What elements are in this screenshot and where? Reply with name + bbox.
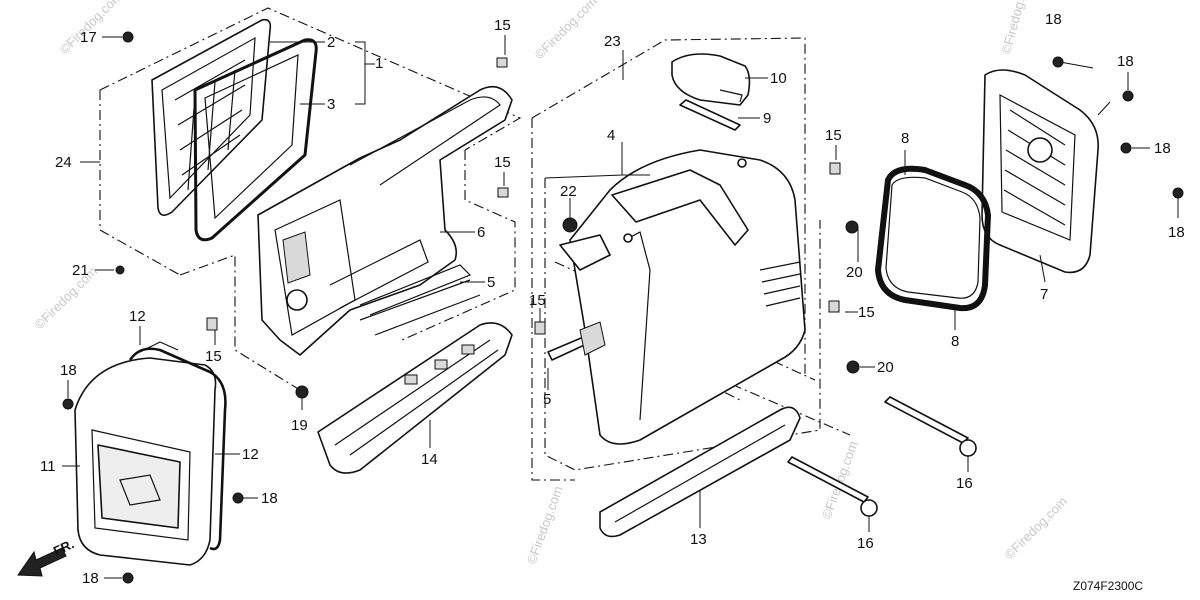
callout-20b: 20 [877, 359, 894, 376]
callout-8a: 8 [901, 130, 909, 147]
bolt-18b [232, 492, 244, 504]
callout-18f: 18 [1154, 140, 1171, 157]
side-cover-main [559, 149, 806, 445]
front-direction-indicator: FR. [17, 536, 76, 577]
callout-7: 7 [1040, 286, 1048, 303]
callout-20a: 20 [846, 264, 863, 281]
callout-5a: 5 [487, 274, 495, 291]
watermark: ©Firedog.com [1002, 494, 1070, 562]
nut-21 [115, 265, 125, 275]
bolt-18f [1120, 142, 1132, 154]
clip-15a [496, 57, 508, 68]
clip-15e [829, 162, 841, 175]
callout-18c: 18 [82, 570, 99, 587]
callout-24: 24 [55, 154, 72, 171]
fasteners [62, 31, 1184, 584]
reference-code: Z074F2300C [1073, 579, 1143, 593]
callout-3: 3 [327, 96, 335, 113]
front-arrow-icon [17, 547, 67, 577]
front-panel-assembly [74, 341, 227, 566]
callout-15a: 15 [494, 17, 511, 34]
callout-18e: 18 [1117, 53, 1134, 70]
watermark: ©Firedog.com [532, 0, 600, 62]
callout-19: 19 [291, 417, 308, 434]
gasket [875, 165, 991, 312]
callout-11: 11 [40, 458, 56, 475]
callout-22: 22 [560, 183, 577, 200]
watermark: ©Firedog.com [998, 0, 1034, 56]
bolt-17 [122, 31, 134, 43]
clip-22 [562, 217, 578, 233]
callout-12a: 12 [129, 308, 146, 325]
callout-1: 1 [375, 55, 383, 72]
callout-18a: 18 [60, 362, 77, 379]
bolt-16a [884, 396, 969, 444]
rear-panel [981, 69, 1099, 274]
nut-19 [295, 385, 309, 399]
under-cover-right [599, 406, 801, 538]
callout-2: 2 [327, 34, 335, 51]
frame-assembly [257, 85, 513, 356]
direction-label: FR. [51, 536, 76, 558]
watermark: ©Firedog.com [32, 264, 100, 332]
callout-6: 6 [477, 224, 485, 241]
under-cover-left [317, 322, 513, 474]
bolt-18d [1052, 56, 1064, 68]
callout-18b: 18 [261, 490, 278, 507]
clip-15f [828, 300, 840, 313]
callout-15e: 15 [825, 127, 842, 144]
bolt-18a [62, 398, 74, 410]
callout-15b: 15 [494, 154, 511, 171]
bolt-18e [1122, 90, 1134, 102]
air-filter-assembly [151, 18, 318, 242]
callout-18g: 18 [1168, 224, 1185, 241]
callout-18d: 18 [1045, 11, 1062, 28]
callout-23: 23 [604, 33, 621, 50]
callout-13: 13 [690, 531, 707, 548]
callout-4: 4 [607, 127, 615, 144]
callout-5b: 5 [543, 391, 551, 408]
bolt-18c [122, 572, 134, 584]
bolt-16b [787, 456, 869, 503]
watermark: ©Firedog.com [524, 484, 566, 566]
callout-15f: 15 [858, 304, 875, 321]
clip-15d [534, 321, 546, 335]
callout-10: 10 [770, 70, 787, 87]
callout-14: 14 [421, 451, 438, 468]
fuel-cap-assembly [671, 53, 751, 131]
bolt-20b [846, 360, 860, 374]
clip-15c [206, 317, 218, 331]
callout-16b: 16 [857, 535, 874, 552]
callout-15d: 15 [529, 292, 546, 309]
callout-17: 17 [80, 29, 97, 46]
callout-8b: 8 [951, 333, 959, 350]
callout-labels: 1 2 3 4 5 5 6 7 8 8 9 10 11 12 12 13 14 … [40, 11, 1185, 587]
callout-12b: 12 [242, 446, 259, 463]
callout-16a: 16 [956, 475, 973, 492]
leader-lines [62, 35, 1179, 579]
clip-15b [497, 187, 509, 198]
bolt-20a [845, 220, 859, 234]
callout-9: 9 [763, 110, 771, 127]
callout-21: 21 [72, 262, 89, 279]
bolt-18g [1172, 187, 1184, 199]
callout-15c: 15 [205, 348, 222, 365]
